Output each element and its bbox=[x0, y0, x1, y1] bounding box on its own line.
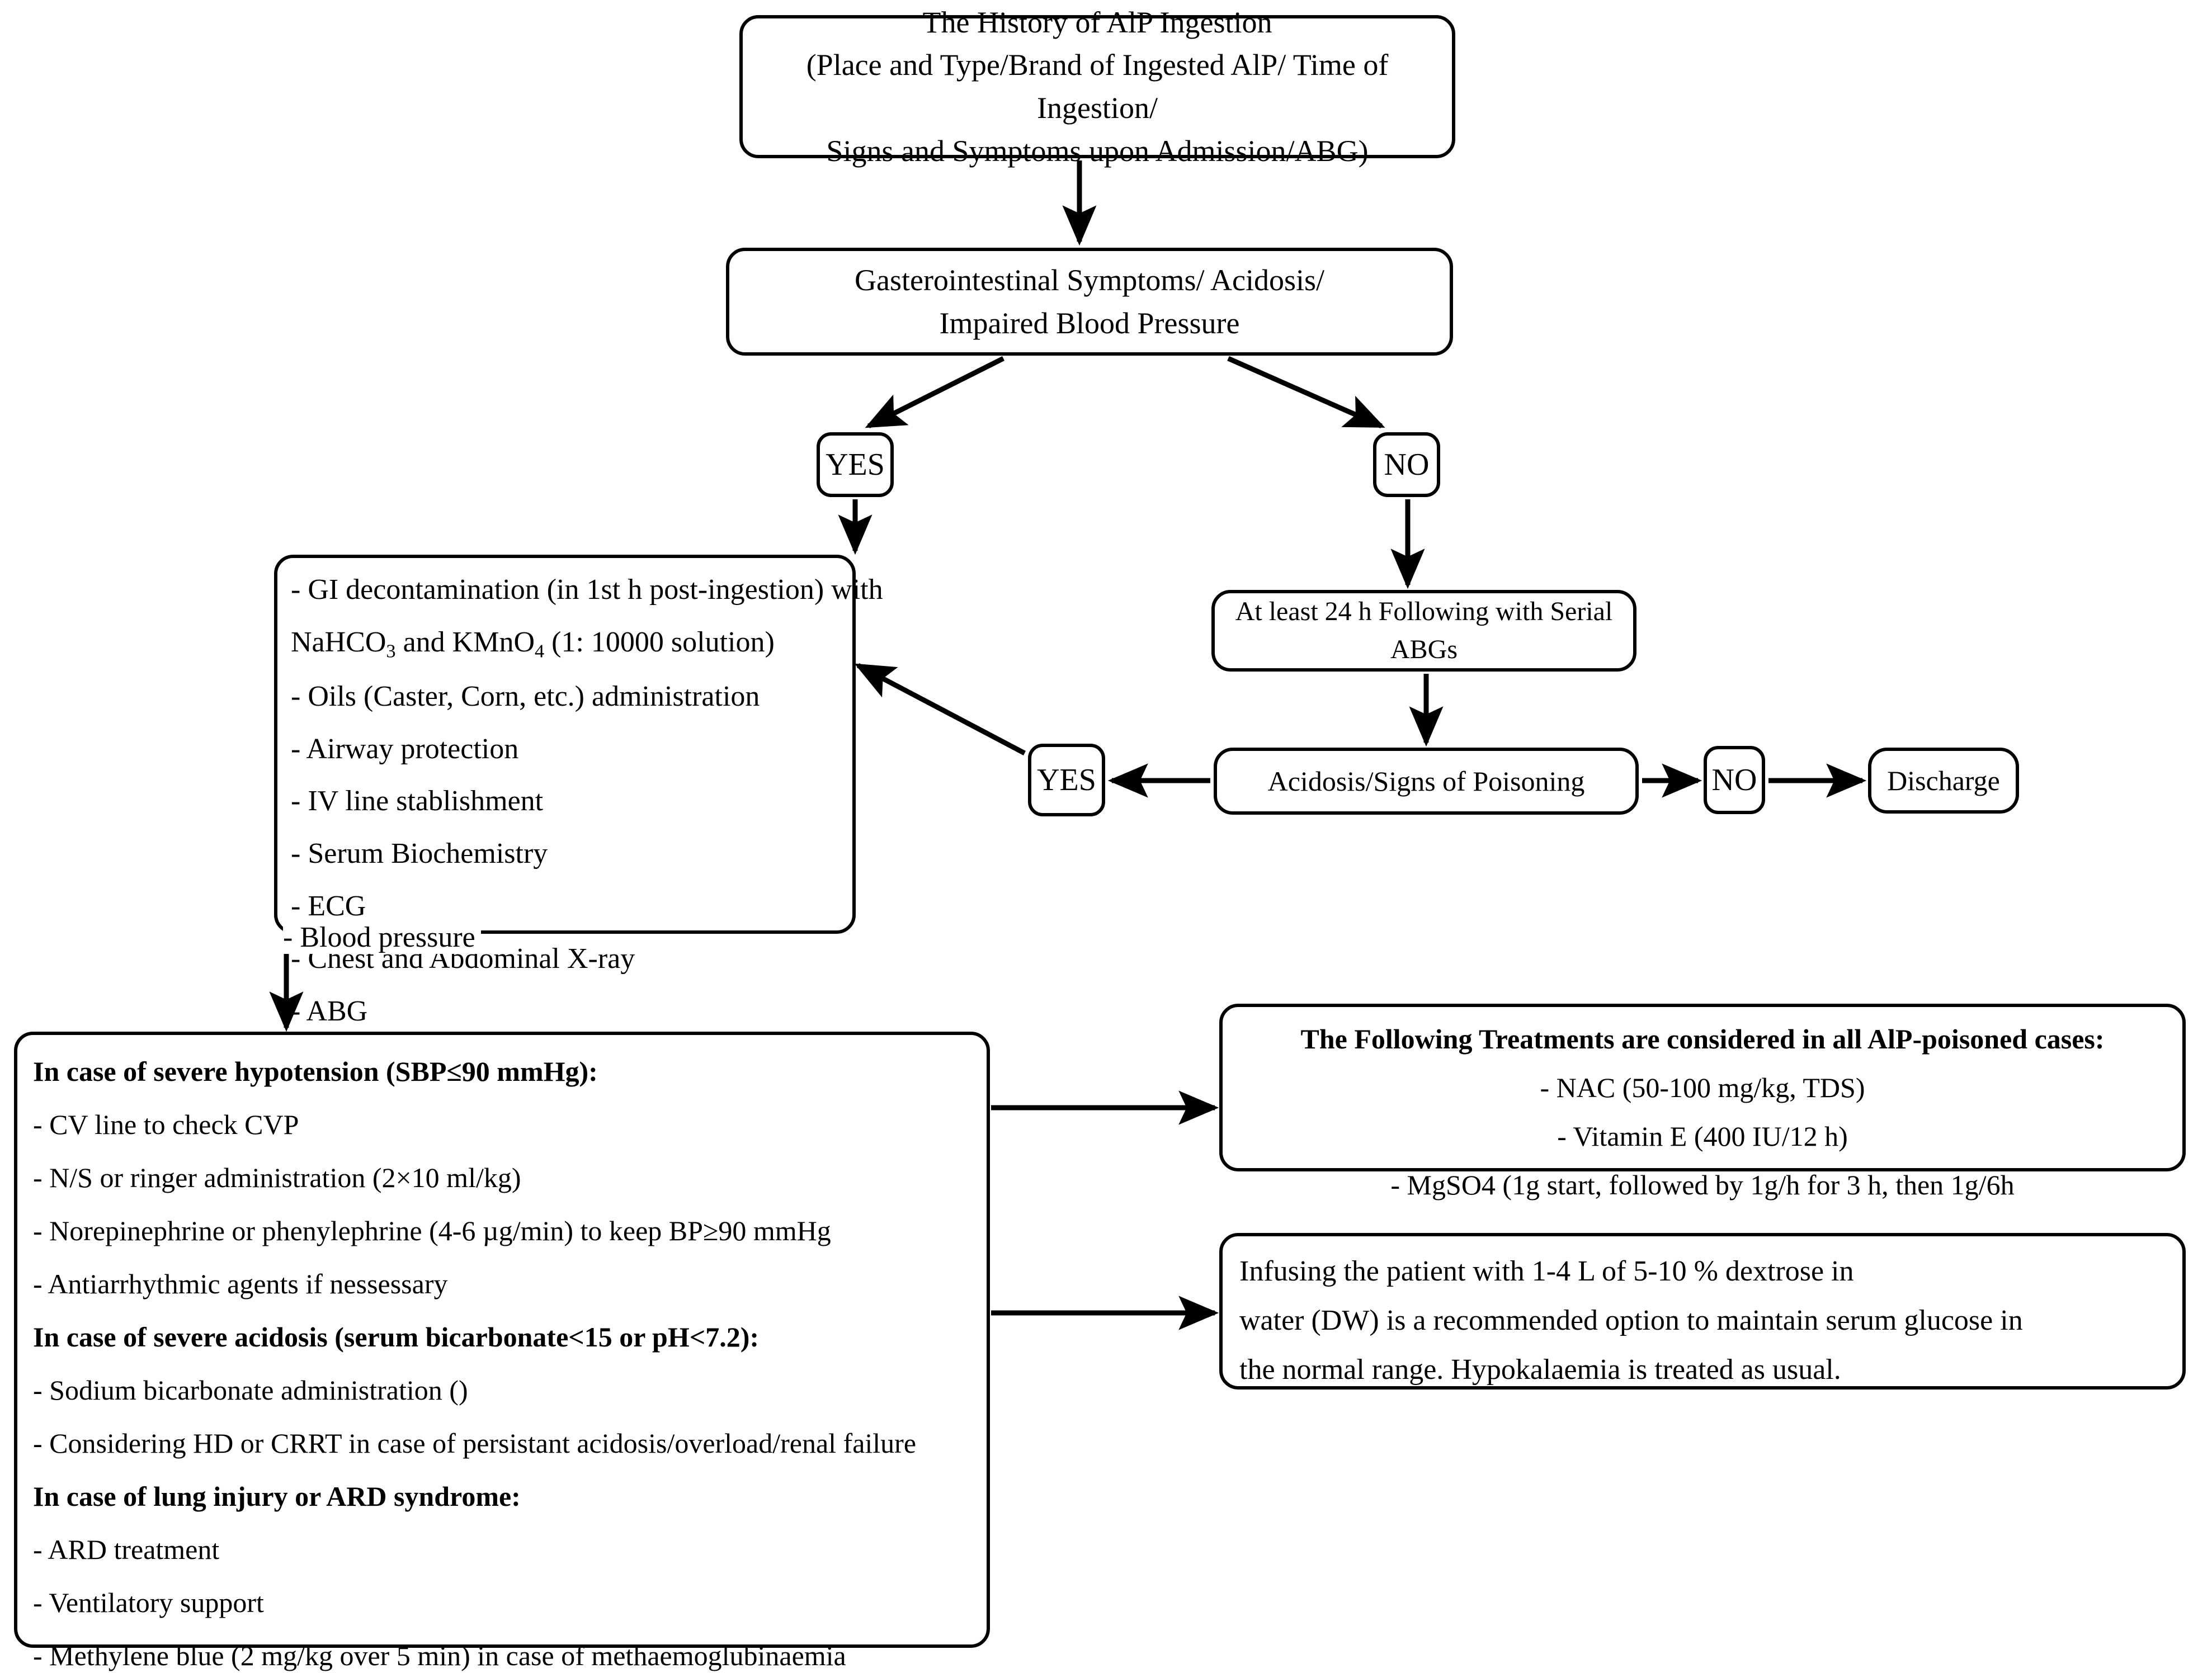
discharge-label: Discharge bbox=[1887, 764, 2000, 796]
node-history-of-ingestion: The History of AlP Ingestion (Place and … bbox=[739, 6, 1455, 168]
followup-header: The Following Treatments are considered … bbox=[1300, 1023, 2105, 1055]
serial-abgs-line-1: At least 24 h Following with Serial bbox=[1235, 596, 1613, 626]
lung-item-1: - Ventilatory support bbox=[33, 1587, 264, 1618]
decision-yes-acidosis: YES bbox=[1028, 744, 1105, 816]
history-line-1: The History of AlP Ingestion bbox=[922, 5, 1272, 39]
lung-item-0: - ARD treatment bbox=[33, 1534, 220, 1565]
no-label: NO bbox=[1384, 447, 1430, 482]
gi-item-5: - Serum Biochemistry bbox=[291, 838, 548, 870]
node-dextrose-infusion: Infusing the patient with 1-4 L of 5-10 … bbox=[1219, 1233, 2186, 1390]
symptoms-line-2: Impaired Blood Pressure bbox=[939, 306, 1240, 340]
node-acidosis-signs-of-poisoning: Acidosis/Signs of Poisoning bbox=[1214, 748, 1639, 815]
dextrose-line-1: Infusing the patient with 1-4 L of 5-10 … bbox=[1239, 1255, 1854, 1287]
followup-item-0: - NAC (50-100 mg/kg, TDS) bbox=[1540, 1072, 1865, 1103]
node-discharge: Discharge bbox=[1868, 748, 2019, 814]
hypotension-item-0: - CV line to check CVP bbox=[33, 1109, 299, 1140]
gi-item-1: NaHCO3 and KMnO4 (1: 10000 solution) bbox=[291, 626, 775, 662]
followup-item-1: - Vitamin E (400 IU/12 h) bbox=[1557, 1121, 1848, 1152]
hypotension-item-3: - Antiarrhythmic agents if nessessary bbox=[33, 1268, 448, 1299]
gi-item-0: - GI decontamination (in 1st h post-inge… bbox=[291, 574, 883, 606]
node-universal-treatments: The Following Treatments are considered … bbox=[1219, 1004, 2186, 1201]
acidosis-label: Acidosis/Signs of Poisoning bbox=[1267, 765, 1585, 797]
dextrose-line-2: water (DW) is a recommended option to ma… bbox=[1239, 1304, 2023, 1336]
history-line-2: (Place and Type/Brand of Ingested AlP/ T… bbox=[806, 48, 1389, 125]
arrow-yes2-to-gi bbox=[854, 663, 1026, 755]
node-severity-based-treatments: In case of severe hypotension (SBP≤90 mm… bbox=[14, 1032, 990, 1671]
acidosis-item-0: - Sodium bicarbonate administration () bbox=[33, 1374, 468, 1406]
yes-label: YES bbox=[1037, 763, 1096, 797]
node-symptoms-acidosis-bp: Gasterointestinal Symptoms/ Acidosis/ Im… bbox=[726, 248, 1453, 356]
gi-item-6: - ECG bbox=[291, 890, 366, 923]
no-label: NO bbox=[1711, 763, 1757, 797]
decision-no-symptoms: NO bbox=[1373, 432, 1440, 497]
history-line-3: Signs and Symptoms upon Admission/ABG) bbox=[826, 134, 1369, 168]
gi-item-4: - IV line stablishment bbox=[291, 785, 544, 817]
acidosis-item-1: - Considering HD or CRRT in case of pers… bbox=[33, 1428, 917, 1459]
gi-item-8: - ABG bbox=[291, 995, 368, 1027]
section-header-acidosis: In case of severe acidosis (serum bicarb… bbox=[33, 1321, 760, 1353]
decision-no-acidosis: NO bbox=[1704, 746, 1765, 814]
dextrose-line-3: the normal range. Hypokalaemia is treate… bbox=[1239, 1353, 1841, 1386]
gi-item-blood-pressure: - Blood pressure bbox=[283, 921, 481, 954]
section-header-hypotension: In case of severe hypotension (SBP≤90 mm… bbox=[33, 1056, 598, 1087]
node-serial-abgs: At least 24 h Following with Serial ABGs bbox=[1211, 590, 1636, 672]
arrow-symptoms-to-yes bbox=[865, 356, 1005, 429]
hypotension-item-1: - N/S or ringer administration (2×10 ml/… bbox=[33, 1162, 521, 1193]
lung-item-2: - Methylene blue (2 mg/kg over 5 min) in… bbox=[33, 1640, 846, 1671]
yes-label: YES bbox=[826, 447, 885, 482]
section-header-lung-injury: In case of lung injury or ARD syndrome: bbox=[33, 1481, 521, 1512]
followup-item-2: - MgSO4 (1g start, followed by 1g/h for … bbox=[1390, 1169, 2015, 1201]
arrow-symptoms-to-no bbox=[1227, 356, 1385, 429]
decision-yes-symptoms: YES bbox=[817, 432, 894, 497]
hypotension-item-2: - Norepinephrine or phenylephrine (4-6 µ… bbox=[33, 1215, 831, 1246]
node-gi-decontamination: - GI decontamination (in 1st h post-inge… bbox=[274, 555, 883, 1027]
gi-item-2: - Oils (Caster, Corn, etc.) administrati… bbox=[291, 680, 760, 712]
gi-item-3: - Airway protection bbox=[291, 732, 519, 765]
serial-abgs-line-2: ABGs bbox=[1390, 635, 1458, 664]
symptoms-line-1: Gasterointestinal Symptoms/ Acidosis/ bbox=[855, 263, 1324, 297]
